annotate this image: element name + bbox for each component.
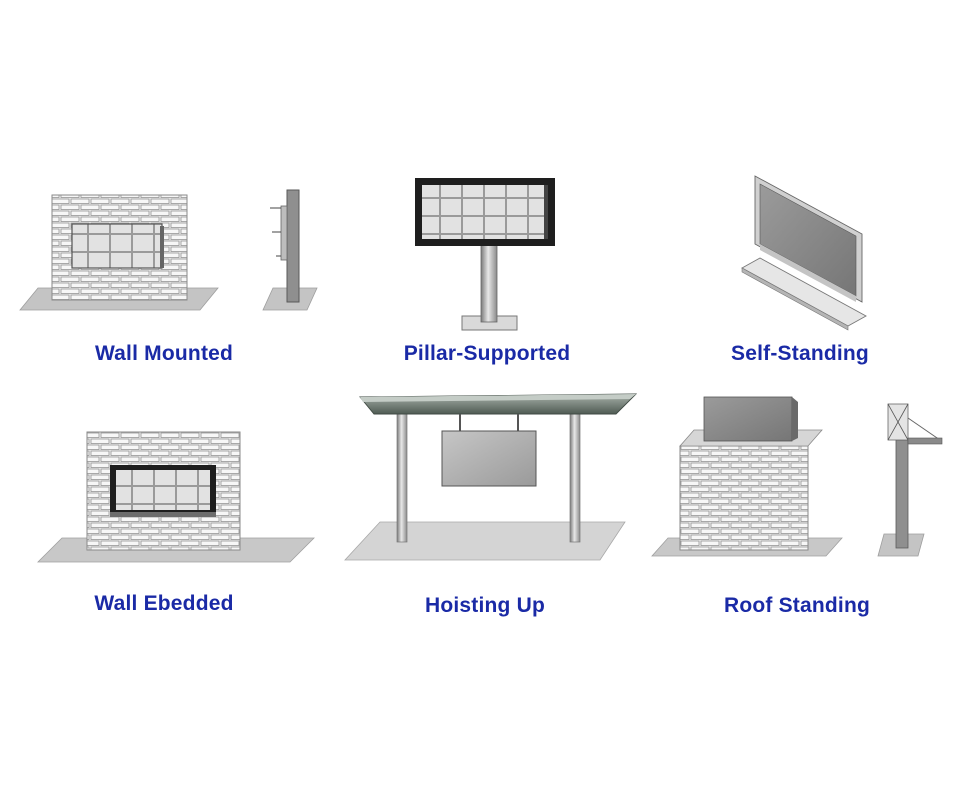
roof-screen <box>703 396 793 442</box>
hoisted-screen <box>441 430 537 487</box>
roof-display-illustration <box>651 396 943 557</box>
caption-self-standing: Self-Standing <box>731 342 869 365</box>
ground-plane <box>344 521 626 561</box>
building-block <box>679 445 809 551</box>
caption-hoisting-up: Hoisting Up <box>424 594 546 617</box>
caption-wall-mounted: Wall Mounted <box>94 342 234 365</box>
embedded-screen <box>116 470 210 510</box>
pillar-column <box>480 243 498 323</box>
embedded-wall-display-illustration <box>37 431 315 563</box>
caption-wall-embedded: Wall Ebedded <box>94 592 234 615</box>
canopy-hoisted-display-illustration <box>344 393 638 561</box>
led-screen <box>71 223 163 269</box>
caption-roof-standing: Roof Standing <box>723 594 871 617</box>
post-right <box>569 411 581 543</box>
pillar-display-illustration <box>415 178 555 331</box>
post-left <box>396 411 408 543</box>
pillar-base <box>461 315 518 331</box>
side-view-building <box>895 439 909 549</box>
wall-mount-illustration <box>19 189 318 311</box>
self-standing-display-illustration <box>741 175 867 331</box>
billboard-screen <box>422 185 544 239</box>
side-view-wall <box>286 189 300 303</box>
caption-pillar-supported: Pillar-Supported <box>403 342 571 365</box>
